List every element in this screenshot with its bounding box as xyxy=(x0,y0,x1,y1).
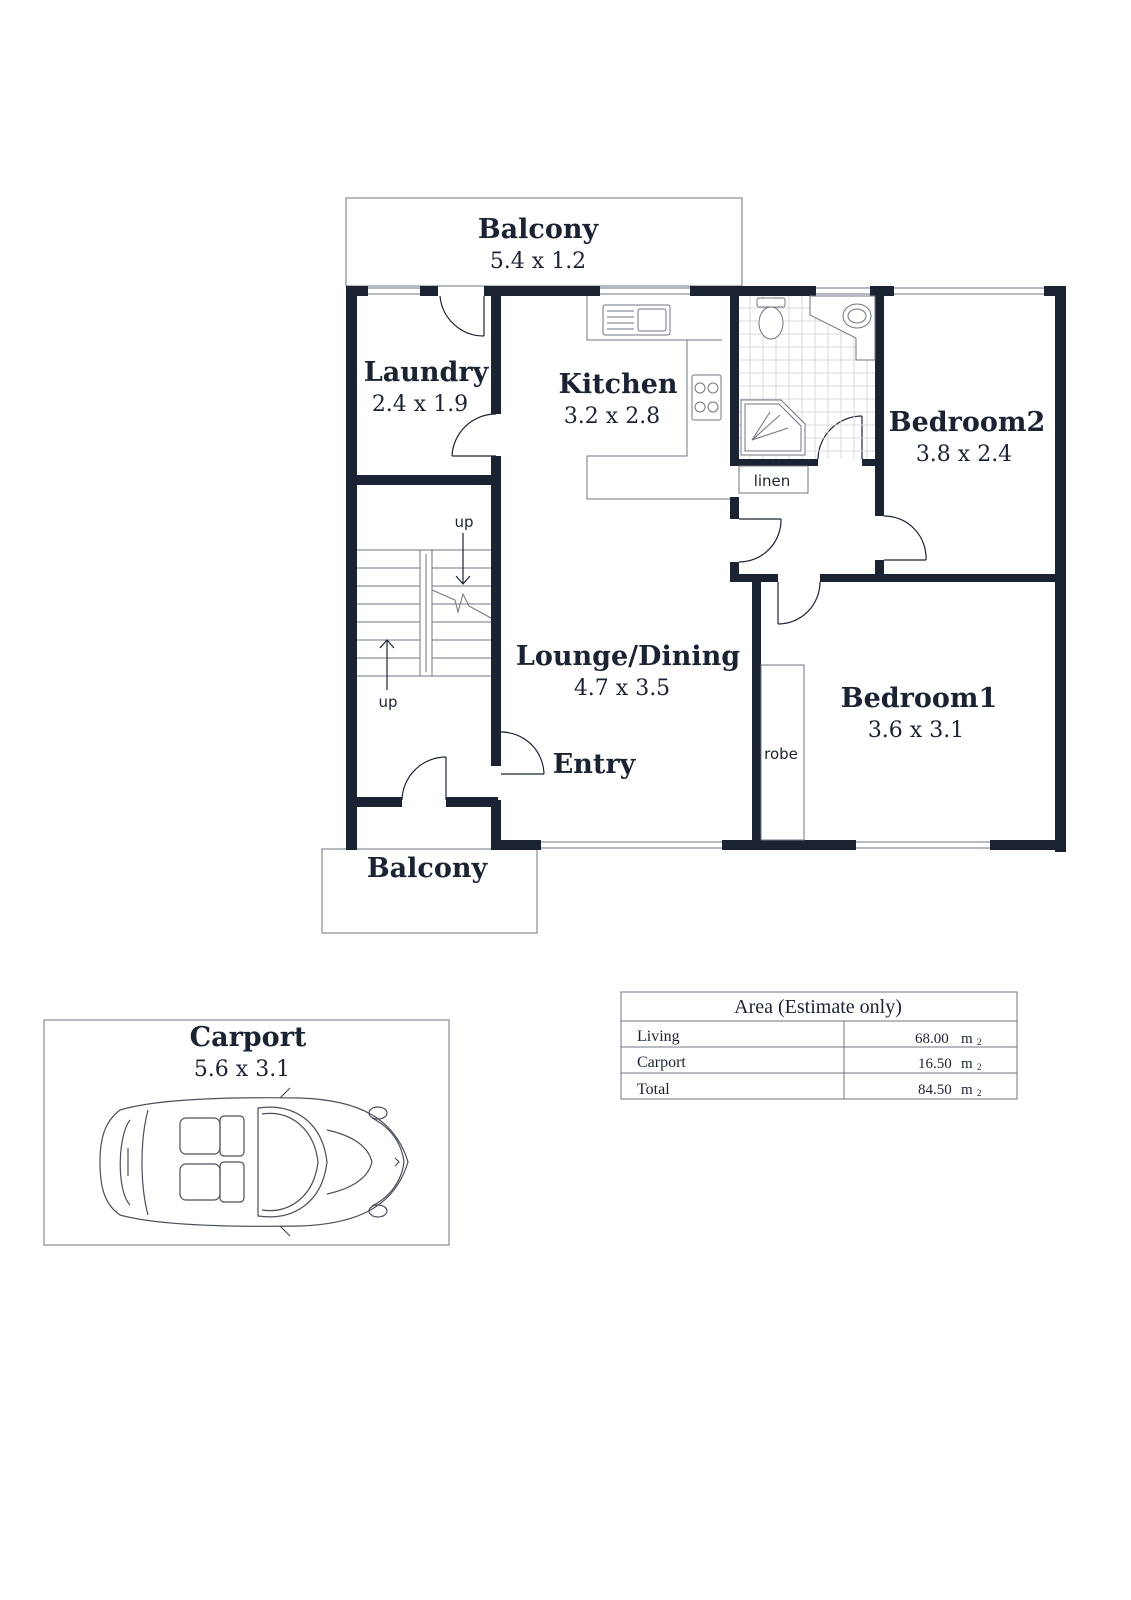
laundry-dims: 2.4 x 1.9 xyxy=(372,392,468,417)
linen-cupboard xyxy=(738,465,809,494)
balcony-bottom-title: Balcony xyxy=(367,853,489,884)
lounge-dims: 4.7 x 3.5 xyxy=(574,676,670,701)
toilet-icon xyxy=(756,297,786,340)
balcony-top-title: Balcony xyxy=(478,214,600,245)
windows xyxy=(368,287,1044,849)
sink-icon xyxy=(602,304,671,336)
bedroom2-title: Bedroom2 xyxy=(889,407,1045,438)
cooktop-icon xyxy=(691,374,722,421)
laundry-title: Laundry xyxy=(364,357,490,388)
stair-up-top-label: up xyxy=(454,513,473,531)
kitchen-bench xyxy=(586,296,730,500)
shower-icon xyxy=(740,399,806,456)
area-row-living-value: 68.00 xyxy=(915,1031,949,1047)
area-row-total-value: 84.50 xyxy=(918,1082,952,1098)
car-icon xyxy=(99,1087,409,1237)
kitchen-dims: 3.2 x 2.8 xyxy=(564,404,660,429)
stairs xyxy=(357,549,492,677)
basin-icon xyxy=(809,295,876,361)
area-row-living-unit-sub: 2 xyxy=(977,1037,982,1047)
carport-outline xyxy=(43,1019,450,1246)
area-table-title: Area (Estimate only) xyxy=(734,996,902,1018)
area-row-carport-unit-sub: 2 xyxy=(977,1062,982,1072)
area-row-carport-label: Carport xyxy=(637,1054,686,1071)
stair-up-bottom-label: up xyxy=(378,693,397,711)
walls xyxy=(346,286,1066,852)
bedroom1-title: Bedroom1 xyxy=(841,683,997,714)
area-row-carport-unit: m xyxy=(961,1056,973,1072)
area-row-total-unit: m xyxy=(961,1082,973,1098)
area-row-carport-value: 16.50 xyxy=(918,1056,952,1072)
kitchen-title: Kitchen xyxy=(558,369,677,400)
robe-cupboard xyxy=(760,664,805,841)
bedroom1-dims: 3.6 x 3.1 xyxy=(868,718,964,743)
entry-title: Entry xyxy=(553,749,637,780)
stair-arrows xyxy=(379,533,471,690)
area-row-living-unit: m xyxy=(961,1031,973,1047)
area-table xyxy=(620,991,1018,1100)
area-row-total-label: Total xyxy=(637,1081,670,1098)
carport-dims: 5.6 x 3.1 xyxy=(194,1057,290,1082)
balcony-top-dims: 5.4 x 1.2 xyxy=(490,249,586,274)
robe-label: robe xyxy=(764,745,798,763)
area-row-living-label: Living xyxy=(637,1028,680,1045)
lounge-title: Lounge/Dining xyxy=(516,641,740,672)
linen-label: linen xyxy=(754,472,791,490)
balcony-bottom-outline xyxy=(321,848,538,934)
carport-title: Carport xyxy=(190,1022,307,1053)
area-row-total-unit-sub: 2 xyxy=(977,1088,982,1098)
bedroom2-dims: 3.8 x 2.4 xyxy=(916,442,1012,467)
